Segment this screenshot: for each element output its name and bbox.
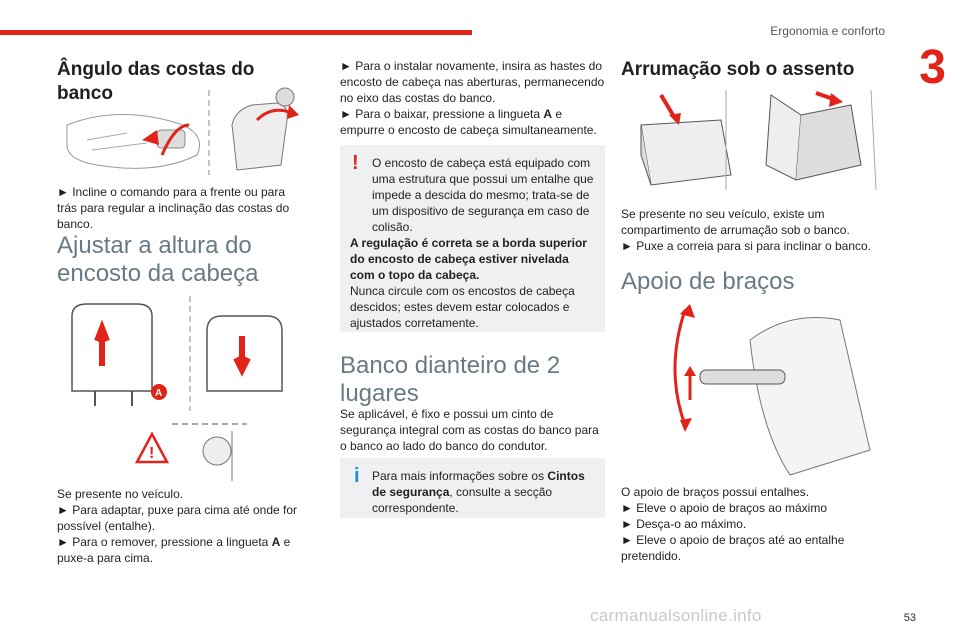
warning-text-1: O encosto de cabeça está equipado com um…	[372, 156, 594, 234]
chapter-number: 3	[919, 41, 946, 94]
warning-note: ! O encosto de cabeça está equipado com …	[340, 145, 605, 332]
headrest-lower-instruction: ► Para o baixar, pressione a lingueta A …	[340, 107, 597, 137]
figure-backrest-control	[66, 87, 299, 175]
headrest-presence: Se presente no veículo.	[57, 487, 184, 501]
armrest-lower: ► Desça-o ao máximo.	[621, 517, 747, 531]
figure-armrest	[673, 304, 871, 476]
warning-icon: !	[352, 152, 359, 174]
headrest-raise-instruction: ► Para adaptar, puxe para cima até onde …	[57, 503, 298, 533]
storage-presence-text: Se presente no seu veículo, existe um co…	[621, 207, 850, 237]
column-1: Ângulo das costas do banco	[57, 58, 307, 106]
headrest-remove-instruction: ► Para o remover, pressione a lingueta A…	[57, 535, 291, 565]
armrest-notches: O apoio de braços possui entalhes.	[621, 485, 810, 499]
section-title: Ergonomia e conforto	[770, 24, 885, 38]
armrest-raise: ► Eleve o apoio de braços ao máximo	[621, 501, 827, 515]
front-bench-text: Se aplicável, é fixo e possui um cinto d…	[340, 407, 599, 453]
headrest-reinstall-instruction: ► Para o instalar novamente, insira as h…	[340, 59, 605, 105]
info-icon: i	[354, 465, 360, 487]
info-note: i Para mais informações sobre os Cintos …	[340, 458, 605, 518]
watermark: carmanualsonline.info	[590, 606, 762, 625]
heading-headrest-height: Ajustar a altura do encosto da cabeça	[57, 232, 259, 287]
heading-under-seat-storage: Arrumação sob o assento	[621, 59, 855, 80]
armrest-notch-select: ► Eleve o apoio de braços até ao entalhe…	[621, 533, 845, 563]
storage-strap-instruction: ► Puxe a correia para si para inclinar o…	[621, 239, 872, 253]
figure-under-seat-storage	[640, 89, 877, 191]
warning-icon: !	[149, 445, 154, 462]
backrest-instruction: ► Incline o comando para a frente ou par…	[57, 185, 290, 231]
figure-label-a: A	[155, 388, 162, 399]
heading-front-bench: Banco dianteiro de 2 lugares	[340, 352, 561, 407]
heading-armrest: Apoio de braços	[621, 268, 795, 295]
warning-text-3: Nunca circule com os encostos de cabeça …	[350, 284, 575, 330]
header-accent-bar	[0, 30, 472, 35]
warning-text-2: A regulação é correta se a borda superio…	[350, 236, 587, 282]
figure-headrest-adjust: A !	[71, 296, 283, 481]
page-number: 53	[903, 612, 916, 624]
heading-backrest-angle: Ângulo das costas do banco	[57, 59, 255, 104]
info-text: Para mais informações sobre os Cintos de…	[372, 469, 585, 515]
